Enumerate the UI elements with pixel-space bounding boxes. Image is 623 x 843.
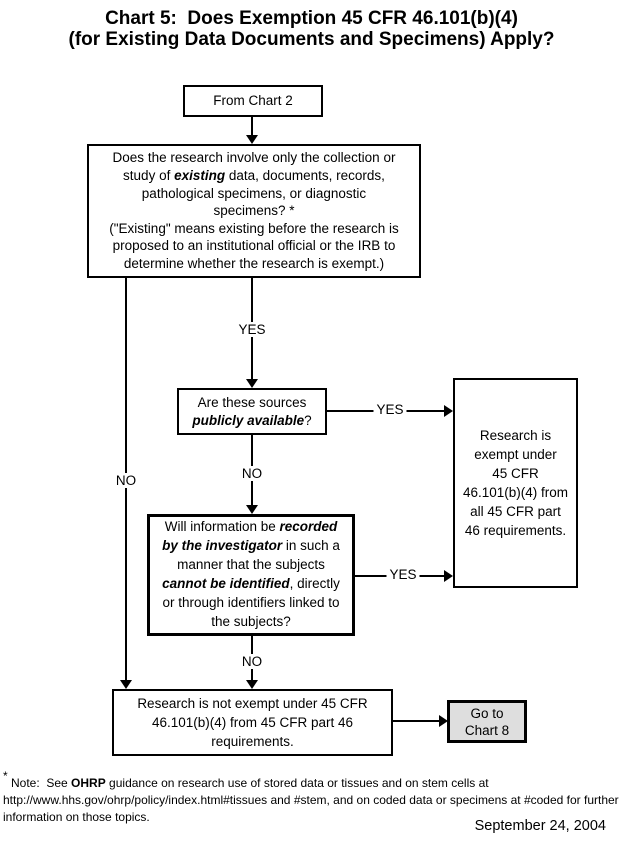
footnote-asterisk: * <box>3 769 8 783</box>
node-q2-publicly-available: Are these sources publicly available? <box>177 388 327 435</box>
edge-label-no-mid1: NO <box>238 466 266 481</box>
node-q1-existing-data: Does the research involve only the colle… <box>87 144 421 278</box>
arrow-right-icon <box>444 570 453 582</box>
node-goto-chart8: Go to Chart 8 <box>447 700 527 743</box>
footnote-ohrp: OHRP <box>71 776 106 790</box>
footnote: * Note: See OHRP guidance on research us… <box>3 769 623 824</box>
arrow-down-icon <box>246 505 258 514</box>
edge-label-yes-q3: YES <box>386 567 420 582</box>
arrow-down-icon <box>246 379 258 388</box>
node-not-exempt: Research is not exempt under 45 CFR 46.1… <box>112 689 393 756</box>
node-exempt: Research is exempt under 45 CFR 46.101(b… <box>453 378 578 588</box>
connector-notexempt-goto <box>393 720 439 722</box>
title-line-2: (for Existing Data Documents and Specime… <box>68 29 555 50</box>
edge-label-yes-q2: YES <box>373 402 407 417</box>
goto-chart8-label: Go to Chart 8 <box>464 705 510 738</box>
arrow-down-icon <box>120 680 132 689</box>
q1-question-text: Does the research involve only the colle… <box>112 150 400 219</box>
edge-label-no-left: NO <box>112 473 140 488</box>
q3-question-text: Will information be recorded by the inve… <box>162 519 344 629</box>
connector-start-q1 <box>251 117 253 137</box>
date-label: September 24, 2004 <box>474 818 606 834</box>
node-q3-recorded-identifiable: Will information be recorded by the inve… <box>147 514 355 636</box>
page-title: Chart 5: Does Exemption 45 CFR 46.101(b)… <box>0 8 623 50</box>
edge-label-yes-mid: YES <box>235 322 269 337</box>
arrow-down-icon <box>246 135 258 144</box>
title-line-1: Chart 5: Does Exemption 45 CFR 46.101(b)… <box>105 8 518 29</box>
node-from-chart-2-label: From Chart 2 <box>213 93 293 109</box>
arrow-right-icon <box>444 405 453 417</box>
q2-question-text: Are these sources publicly available? <box>192 394 312 428</box>
exempt-text: Research is exempt under 45 CFR 46.101(b… <box>462 428 569 538</box>
not-exempt-text: Research is not exempt under 45 CFR 46.1… <box>137 696 368 749</box>
q1-definition-text: ("Existing" means existing before the re… <box>109 220 403 271</box>
arrow-down-icon <box>246 680 258 689</box>
arrow-right-icon <box>439 715 448 727</box>
node-from-chart-2: From Chart 2 <box>183 85 323 117</box>
edge-label-no-mid2: NO <box>238 654 266 669</box>
